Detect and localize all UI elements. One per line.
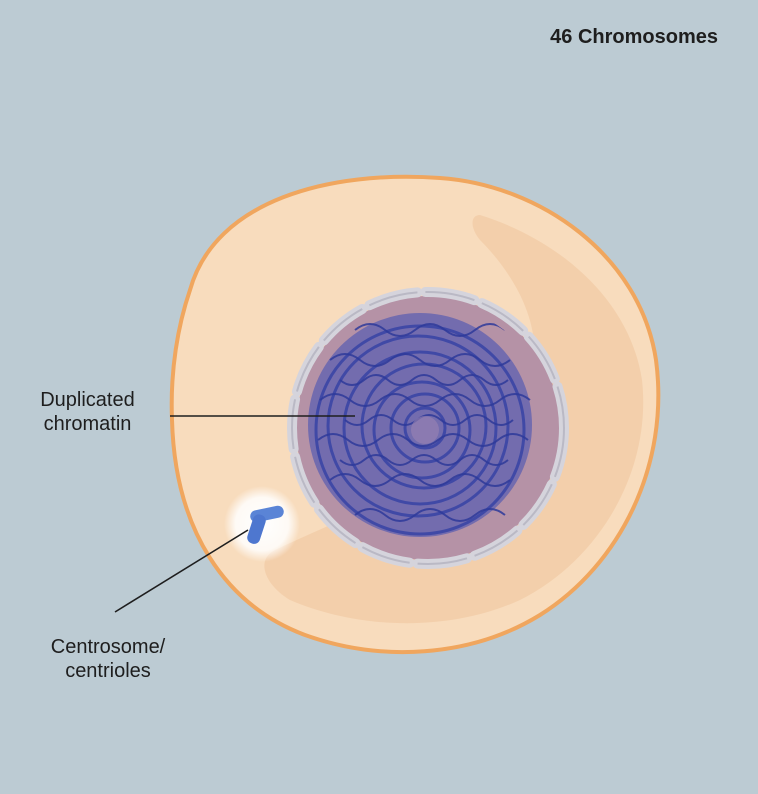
centrosome-label: Centrosome/ centrioles <box>28 635 188 683</box>
chromatin-mass <box>308 313 532 537</box>
centrosome-label-line1: Centrosome/ <box>50 636 166 658</box>
duplicated-chromatin-label: Duplicated chromatin <box>20 388 155 436</box>
centrosome-leader-line <box>114 529 249 613</box>
chromatin-label-line2: chromatin <box>43 413 132 435</box>
centrosome-label-line2: centrioles <box>65 660 151 682</box>
chromatin-label-line1: Duplicated <box>40 389 135 411</box>
chromosome-count-title: 46 Chromosomes <box>550 26 718 48</box>
centriole-icon <box>247 505 284 544</box>
